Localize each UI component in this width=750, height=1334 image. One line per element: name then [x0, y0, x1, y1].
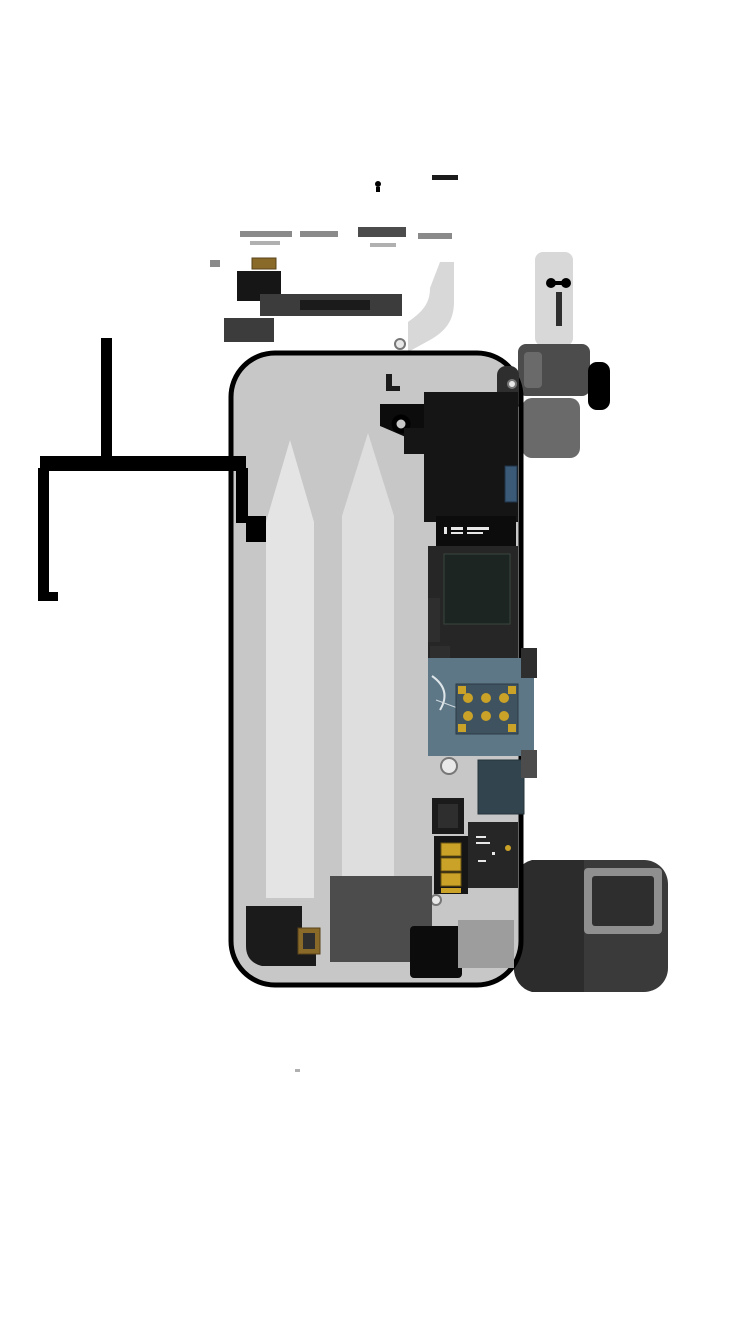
bottom-mark-4	[478, 860, 486, 862]
gold-core	[303, 933, 315, 949]
display-shield-bar[interactable]	[260, 294, 402, 316]
display-connector-blue[interactable]	[504, 465, 518, 503]
antenna-case-pad	[246, 516, 266, 542]
label-chip	[436, 516, 516, 546]
baseband-chip	[477, 759, 525, 815]
nand-chip	[443, 553, 511, 625]
antenna-horizontal-arm	[40, 456, 246, 471]
board-screw[interactable]	[440, 757, 458, 775]
gold-contact-tail	[210, 260, 220, 267]
sim-pin-5	[481, 711, 491, 721]
sim-pin-4	[463, 711, 473, 721]
camera-flex-stem	[556, 292, 562, 326]
battery-adhesive-strip-right[interactable]	[342, 433, 394, 900]
volume-flex-part[interactable]	[588, 362, 610, 410]
lower-connector-slot	[438, 804, 458, 828]
mark-4	[467, 527, 489, 530]
dash-1	[240, 231, 292, 237]
mark-3	[451, 532, 463, 534]
front-camera-assembly[interactable]	[535, 252, 573, 346]
antenna-flex[interactable]	[38, 338, 266, 601]
display-bracket[interactable]	[394, 262, 454, 352]
sim-pin-3	[499, 693, 509, 703]
board-side-tab-lower	[521, 750, 537, 778]
screw-tip	[376, 187, 380, 192]
sim-pin-2	[481, 693, 491, 703]
board-bottom-section	[468, 822, 518, 888]
shield-bar-slot	[300, 300, 370, 310]
sim-corner-2	[508, 686, 516, 694]
loudspeaker-assembly[interactable]	[513, 860, 668, 992]
dash-2	[300, 231, 338, 237]
sim-reader[interactable]	[428, 658, 534, 756]
camera-dot-bridge	[551, 281, 566, 285]
board-left-part	[430, 646, 450, 658]
label-chip-marks	[444, 527, 489, 534]
screw-head	[375, 181, 381, 187]
battery-pin-1	[440, 842, 462, 857]
sim-squiggle	[431, 675, 446, 711]
antenna-left-drop	[38, 468, 49, 598]
dash-5	[250, 241, 280, 245]
adhesive-dash-strip[interactable]	[240, 227, 452, 247]
bottom-mark-3	[492, 852, 495, 855]
antenna-gold-contact[interactable]	[297, 927, 321, 955]
dust-speck	[295, 1069, 300, 1072]
small-black-bar[interactable]	[432, 175, 458, 180]
battery-screw[interactable]	[430, 894, 442, 906]
mute-switch-bracket[interactable]	[522, 398, 580, 458]
bracket-screw-hole	[394, 338, 406, 350]
dash-3	[358, 227, 406, 237]
lower-connector[interactable]	[432, 798, 464, 834]
sim-corner-1	[458, 686, 466, 694]
sim-pin-1	[463, 693, 473, 703]
button-bracket[interactable]	[224, 318, 274, 342]
dash-6	[370, 243, 396, 247]
battery-pin-3	[440, 872, 462, 887]
rear-case	[228, 350, 537, 988]
battery-pin-4	[441, 888, 461, 893]
sim-pin-6	[499, 711, 509, 721]
camera-flex-body	[535, 252, 573, 346]
mark-2	[451, 527, 463, 530]
gold-contact-connector[interactable]	[210, 257, 277, 270]
battery-connector[interactable]	[434, 836, 468, 894]
bottom-right-bracket[interactable]	[458, 920, 514, 968]
battery-adhesive-strip-left[interactable]	[266, 440, 314, 898]
clip-foot	[386, 386, 400, 391]
dash-4	[418, 233, 452, 239]
battery-pin-2	[440, 857, 462, 872]
sim-contact-pad	[455, 683, 519, 735]
power-flex-notch	[524, 352, 542, 388]
logic-board[interactable]	[404, 379, 537, 906]
antenna-case-stub	[236, 468, 248, 523]
antenna-vertical-arm	[101, 338, 112, 462]
sim-corner-3	[458, 724, 466, 732]
power-flex-part[interactable]	[518, 344, 590, 396]
loudspeaker-left-wing	[513, 860, 584, 992]
board-left-strip	[428, 598, 440, 642]
bracket-shape	[408, 262, 454, 352]
bottom-mid-part[interactable]	[410, 926, 462, 978]
antenna-foot	[38, 592, 58, 601]
sim-gold-contacts	[458, 686, 516, 732]
board-top-protrusion	[404, 428, 426, 454]
camera-bracket-hole	[391, 414, 411, 434]
board-top-screw	[507, 379, 517, 389]
loudspeaker-inset-core	[592, 876, 654, 926]
mark-5	[467, 532, 483, 534]
bottom-mark-1	[476, 836, 486, 838]
case-clip-mark	[386, 374, 400, 391]
loose-screw[interactable]	[375, 181, 381, 192]
gold-contact-pad	[251, 257, 277, 270]
sim-corner-4	[508, 724, 516, 732]
clip-vertical	[386, 374, 392, 390]
bottom-mark-2	[476, 842, 490, 844]
board-top-shield	[424, 392, 518, 522]
board-side-tab-upper	[521, 648, 537, 678]
mark-1	[444, 527, 447, 534]
bottom-gold-dot	[505, 845, 511, 851]
